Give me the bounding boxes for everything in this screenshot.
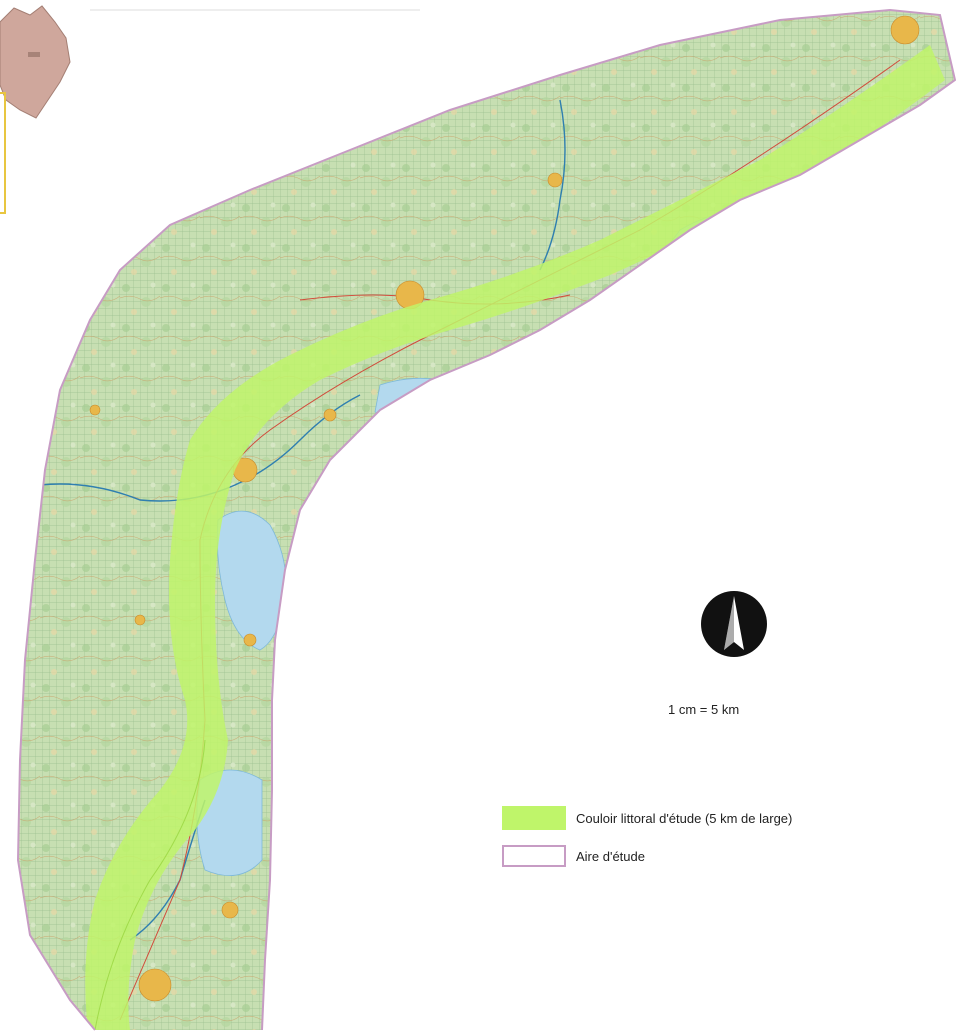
north-arrow-icon bbox=[701, 591, 767, 657]
inset-frame bbox=[0, 92, 6, 214]
legend-label-corridor: Couloir littoral d'étude (5 km de large) bbox=[576, 810, 793, 826]
study-area-swatch bbox=[502, 845, 566, 867]
scale-label: 1 cm = 5 km bbox=[668, 702, 740, 717]
study-area-boundary bbox=[16, 8, 956, 1031]
legend-item-corridor: Couloir littoral d'étude (5 km de large) bbox=[502, 806, 952, 830]
legend-item-study-area: Aire d'étude bbox=[502, 844, 952, 868]
legend-label-study-area: Aire d'étude bbox=[576, 848, 645, 864]
map-legend: Couloir littoral d'étude (5 km de large)… bbox=[502, 806, 952, 882]
corridor-swatch bbox=[502, 806, 566, 830]
inset-locator-map bbox=[0, 5, 420, 119]
